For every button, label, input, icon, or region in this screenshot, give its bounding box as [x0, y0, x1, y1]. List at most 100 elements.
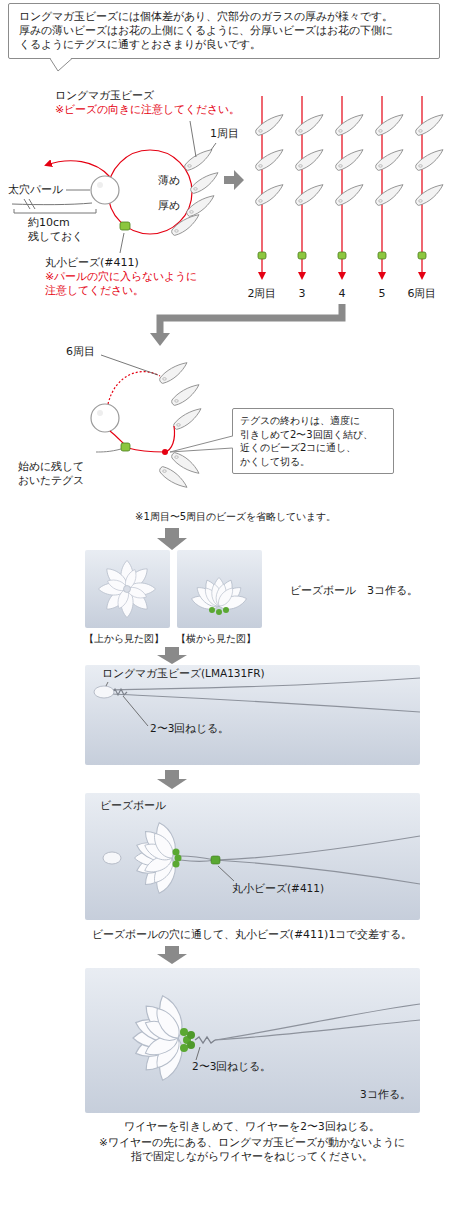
finish-figure-part — [160, 467, 187, 488]
photo-top-view — [85, 550, 170, 628]
round-columns-part — [416, 150, 443, 171]
first-round-figure-part — [120, 233, 124, 253]
photo-side-view-part — [190, 578, 248, 616]
first-round-figure-part — [108, 150, 192, 234]
part-name: ロングマガ玉ビーズ(LMA131FR) — [102, 667, 265, 681]
part-name: 丸小ビーズ(#411) — [45, 256, 139, 270]
photo-through-ball-part — [134, 820, 181, 896]
round-label: 5 — [379, 287, 386, 301]
round-columns-part — [150, 333, 170, 346]
photo-through-ball-part — [85, 793, 420, 920]
finish-figure-part — [96, 449, 121, 452]
photo-wire-start-part — [123, 696, 148, 726]
first-round-figure-part — [91, 176, 119, 204]
callout-text: ロングマガ玉ビーズには個体差があり、穴部分のガラスの厚みが様々です。 厚みの薄い… — [19, 10, 429, 52]
round-columns-part — [256, 150, 283, 171]
photo-twisted-part — [215, 1004, 420, 1040]
finish-figure-part — [172, 385, 199, 406]
note: ※ワイヤーの先にある、ロングマガ玉ビーズが動かないように 指で固定しながらワイヤ… — [80, 1136, 425, 1163]
photo-side-view — [157, 550, 262, 664]
photo-twisted-part-part — [151, 1004, 184, 1042]
round-columns-part — [296, 115, 323, 136]
finish-figure-part — [97, 410, 103, 416]
round-columns-part — [338, 252, 346, 259]
round-columns-part — [256, 115, 283, 136]
first-round-figure-part — [187, 196, 214, 217]
first-round-figure-part — [172, 215, 199, 236]
finish-figure-part — [101, 355, 158, 375]
round-columns-part — [296, 150, 323, 171]
finish-figure-part — [108, 372, 160, 404]
photo-side-view-part — [177, 550, 262, 628]
photo-through-ball-part-part — [173, 849, 180, 856]
caution-note: ※パールの穴に入らないように 注意してください。 — [45, 270, 220, 299]
photo-side-view-part-part — [209, 607, 215, 613]
photo-through-ball-part — [157, 946, 187, 964]
round-columns-part — [258, 252, 266, 259]
instruction: 2〜3回ねじる。 — [192, 1060, 271, 1074]
photo-wire-start-part — [106, 682, 108, 686]
thickness-label: 厚め — [158, 199, 180, 213]
round-columns-part — [376, 150, 403, 171]
round-label: 6周目 — [408, 287, 437, 301]
callout-box: テグスの終わりは、適度に 引きしめて2〜3回固く結び、 近くのビーズ2コに通し、… — [232, 408, 394, 474]
first-round-figure-part — [97, 182, 103, 188]
photo-wire-start-part — [94, 686, 114, 698]
caution-note: ※ビーズの向きに注意してください。 — [55, 103, 240, 117]
first-round-figure-part — [211, 143, 216, 150]
round-columns-part — [416, 115, 443, 136]
part-name: 丸小ビーズ(#411) — [232, 882, 324, 896]
round-columns-part — [296, 185, 323, 206]
photo-wire-start-part — [112, 694, 420, 712]
photo-wire-start-part — [112, 678, 420, 690]
instruction: 2〜3回ねじる。 — [150, 722, 229, 736]
round-columns — [150, 96, 443, 346]
instruction: 3コ作る。 — [360, 1088, 411, 1102]
photo-twisted-part — [195, 1037, 215, 1043]
photo-top-view-part — [85, 550, 170, 628]
photo-twisted-part — [180, 1028, 188, 1036]
round-label: 3 — [299, 287, 306, 301]
photo-wire-start — [85, 665, 420, 789]
round-columns-part — [376, 115, 403, 136]
finish-figure-part — [110, 431, 165, 452]
round-columns-part — [416, 185, 443, 206]
photo-side-view-part-part — [216, 609, 222, 615]
photo-top-view-part — [99, 561, 156, 618]
photo-through-ball-part — [218, 866, 234, 881]
thread-label: 始めに残して おいたテグス — [18, 460, 92, 489]
photo-wire-start-part — [85, 665, 420, 765]
first-round-figure-part — [46, 161, 110, 177]
photo-through-ball-part-part — [173, 861, 180, 868]
round-columns-part — [336, 115, 363, 136]
photo-through-ball-part — [211, 856, 220, 864]
photo-twisted-part — [196, 1047, 200, 1060]
first-round-figure-part — [24, 199, 35, 209]
first-round-figure-part — [14, 209, 96, 213]
photo-wire-start-part — [157, 770, 187, 789]
photo-twisted-part — [187, 1041, 195, 1049]
photo-twisted-part — [85, 968, 420, 1113]
photo-through-ball-part-part — [175, 855, 182, 862]
photo-side-view-part — [157, 647, 187, 664]
round-label: 1周目 — [210, 127, 239, 141]
round-columns-part — [418, 252, 426, 259]
round-label: 4 — [339, 287, 346, 301]
first-round-figure-part — [191, 173, 218, 194]
callout-box: ロングマガ玉ビーズには個体差があり、穴部分のガラスの厚みが様々です。 厚みの薄い… — [8, 3, 440, 59]
round-columns-part — [336, 150, 363, 171]
step-caption: ワイヤーを引きしめて、ワイヤーを2〜3回ねじる。 — [124, 1120, 379, 1134]
finish-figure-part — [121, 443, 130, 451]
round-columns-part — [376, 185, 403, 206]
photo-twisted — [85, 968, 420, 1113]
photo-caption: 【上から見た図】 — [84, 632, 164, 645]
round-columns-part — [298, 252, 306, 259]
first-round-figure-part — [224, 170, 244, 190]
thickness-label: 薄め — [158, 174, 180, 188]
callout-pointer-edge — [170, 436, 233, 452]
round-columns-part — [160, 304, 342, 334]
round-columns-part — [378, 252, 386, 259]
photo-side-view-part-part — [215, 585, 236, 609]
